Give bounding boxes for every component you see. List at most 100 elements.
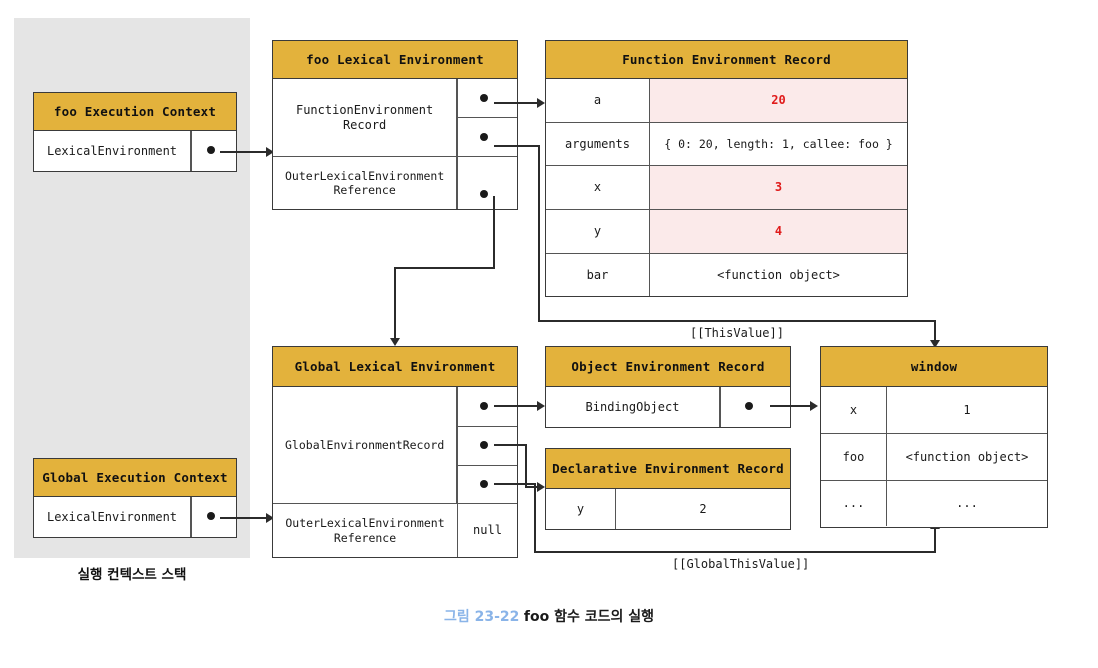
table-row: BindingObject: [546, 387, 790, 427]
pointer-dot: [480, 480, 489, 488]
edge-bindingobject-to-window: [770, 405, 814, 407]
fer-binding-name: y: [546, 210, 650, 253]
figure-caption: 그림 23-22 foo 함수 코드의 실행: [0, 606, 1098, 626]
global-lex-outerreference-label: OuterLexicalEnvironment Reference: [273, 504, 458, 557]
edge-globalthis-h2: [534, 551, 936, 553]
table-row: FunctionEnvironment Record: [273, 79, 518, 157]
table-row: foo <function object>: [821, 434, 1047, 481]
foo-execution-context-box: foo Execution Context LexicalEnvironment: [33, 92, 237, 172]
edge-thisvalue-h1: [494, 145, 540, 147]
global-ec-lexicalenvironment-label: LexicalEnvironment: [34, 497, 191, 537]
edge-thisvalue-v1: [538, 145, 540, 321]
table-row: y 2: [546, 489, 790, 529]
foo-lex-outerreference-label: OuterLexicalEnvironment Reference: [273, 157, 458, 209]
edge-outer-v1: [493, 196, 495, 269]
foo-ec-lexicalenvironment-pointer: [191, 131, 236, 171]
arrow-head: [390, 338, 400, 346]
arrow-head: [266, 147, 274, 157]
global-lexical-environment-box: Global Lexical Environment GlobalEnviron…: [272, 346, 518, 558]
foo-lexical-environment-box: foo Lexical Environment FunctionEnvironm…: [272, 40, 518, 210]
edge-globalthis-v2: [934, 528, 936, 552]
fer-binding-value: <function object>: [717, 267, 840, 282]
global-execution-context-title: Global Execution Context: [34, 459, 236, 497]
fer-binding-name: a: [546, 79, 650, 122]
table-row: a 20: [546, 79, 907, 123]
function-environment-record-title: Function Environment Record: [546, 41, 907, 79]
table-row: bar <function object>: [546, 254, 907, 296]
table-row: OuterLexicalEnvironment Reference: [273, 157, 517, 209]
foo-ec-lexicalenvironment-label: LexicalEnvironment: [34, 131, 191, 171]
arrow-head: [537, 98, 545, 108]
global-ec-lexicalenvironment-pointer: [191, 497, 236, 537]
pointer-dot: [480, 190, 489, 198]
window-property-name: x: [821, 387, 887, 433]
pointer-dot: [207, 146, 215, 154]
der-binding-value: 2: [699, 501, 707, 516]
foo-lex-functionenvironmentrecord-slots: [457, 79, 518, 156]
arrow-head: [810, 401, 818, 411]
fer-binding-name: bar: [546, 254, 650, 296]
global-lex-globalenvironmentrecord-slots: [457, 387, 518, 503]
window-property-value: 1: [963, 402, 971, 417]
this-value-label: [[ThisValue]]: [690, 326, 784, 340]
der-binding-name: y: [546, 489, 616, 529]
pointer-dot: [480, 402, 489, 410]
pointer-dot: [480, 94, 489, 102]
fer-binding-value: { 0: 20, length: 1, callee: foo }: [664, 136, 893, 151]
edge-globalrec-to-declrecord-v: [525, 444, 527, 488]
foo-execution-context-title: foo Execution Context: [34, 93, 236, 131]
table-row: y 4: [546, 210, 907, 254]
fer-binding-name: arguments: [546, 123, 650, 165]
edge-globalrec-to-objrecord: [494, 405, 540, 407]
declarative-environment-record-box: Declarative Environment Record y 2: [545, 448, 791, 530]
window-box: window x 1 foo <function object> ... ...: [820, 346, 1048, 528]
global-execution-context-box: Global Execution Context LexicalEnvironm…: [33, 458, 237, 538]
fer-binding-value: 20: [650, 79, 907, 122]
table-row: LexicalEnvironment: [34, 497, 236, 537]
edge-globalthis-h1: [494, 483, 536, 485]
edge-fooec-to-foolex: [220, 151, 270, 153]
table-row: x 3: [546, 166, 907, 210]
oer-bindingobject-label: BindingObject: [546, 387, 720, 427]
function-environment-record-box: Function Environment Record a 20 argumen…: [545, 40, 908, 297]
foo-lex-functionenvironmentrecord-label: FunctionEnvironment Record: [273, 79, 458, 156]
global-lex-globalenvironmentrecord-label: GlobalEnvironmentRecord: [273, 387, 458, 503]
table-row: LexicalEnvironment: [34, 131, 236, 171]
window-title: window: [821, 347, 1047, 387]
edge-thisvalue-v2: [934, 320, 936, 342]
table-row: x 1: [821, 387, 1047, 434]
arrow-head: [266, 513, 274, 523]
foo-lexical-environment-title: foo Lexical Environment: [273, 41, 517, 79]
table-row: arguments { 0: 20, length: 1, callee: fo…: [546, 123, 907, 166]
window-property-value: <function object>: [905, 449, 1029, 464]
pointer-dot: [480, 441, 489, 449]
pointer-dot: [480, 133, 489, 141]
edge-globalrec-to-declrecord-h1: [494, 444, 527, 446]
global-lexical-environment-title: Global Lexical Environment: [273, 347, 517, 387]
window-property-value: ...: [956, 496, 978, 510]
figure-number: 그림 23-22: [444, 609, 520, 625]
window-property-name: foo: [821, 434, 887, 480]
edge-foolex-to-funcrecord: [494, 102, 540, 104]
arrow-head: [537, 401, 545, 411]
table-row: OuterLexicalEnvironment Reference null: [273, 504, 517, 557]
edge-outer-h1: [394, 267, 495, 269]
edge-globalthis-v1: [534, 483, 536, 553]
object-environment-record-title: Object Environment Record: [546, 347, 790, 387]
declarative-environment-record-title: Declarative Environment Record: [546, 449, 790, 489]
figure-caption-text: foo 함수 코드의 실행: [523, 609, 654, 625]
fer-binding-value: 4: [650, 210, 907, 253]
object-environment-record-box: Object Environment Record BindingObject: [545, 346, 791, 428]
fer-binding-name: x: [546, 166, 650, 209]
edge-thisvalue-h2: [538, 320, 936, 322]
pointer-dot: [207, 512, 215, 520]
global-lex-outerreference-value: null: [473, 523, 502, 537]
table-row: GlobalEnvironmentRecord: [273, 387, 518, 504]
edge-globalec-to-globallex: [220, 517, 270, 519]
pointer-dot: [745, 402, 753, 410]
foo-lex-outerreference-slot: [457, 157, 517, 209]
edge-outer-v2: [394, 267, 396, 340]
oer-bindingobject-pointer: [720, 387, 790, 427]
execution-context-stack-caption: 실행 컨텍스트 스택: [77, 567, 187, 583]
